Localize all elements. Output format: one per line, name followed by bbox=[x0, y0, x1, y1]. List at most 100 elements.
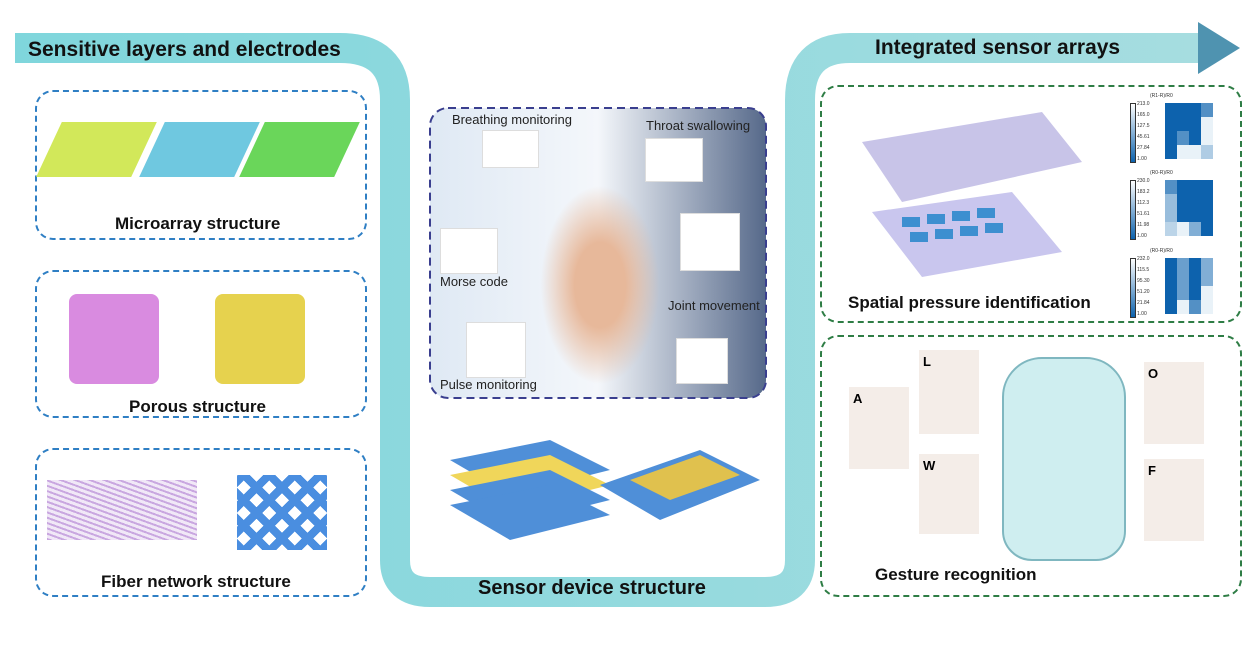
heatmap-cell bbox=[1201, 300, 1213, 314]
heatmap-cell bbox=[1177, 131, 1189, 145]
app-morse: Morse code bbox=[440, 274, 508, 289]
heatmap-cell bbox=[1177, 208, 1189, 222]
colorbar-tick: 112.3 bbox=[1137, 200, 1150, 206]
colorbar-tick: 230.0 bbox=[1137, 178, 1150, 184]
heatmap-cell bbox=[1165, 300, 1177, 314]
fiber-panel: Fiber network structure bbox=[35, 448, 367, 597]
gesture-label: Gesture recognition bbox=[875, 565, 1037, 584]
heatmap-cell bbox=[1189, 103, 1201, 117]
gesture-photo-w: W bbox=[919, 454, 979, 534]
fiber-mat bbox=[47, 480, 197, 540]
colorbar-tick: 1.00 bbox=[1137, 233, 1147, 239]
porous-cube-pink bbox=[69, 294, 159, 384]
joint-photo bbox=[680, 213, 740, 271]
microarray-panel: Microarray structure bbox=[35, 90, 367, 240]
heatmap-cell bbox=[1201, 117, 1213, 131]
gesture-letter: L bbox=[923, 354, 931, 369]
heatmap-cell bbox=[1177, 194, 1189, 208]
heatmap-cell bbox=[1165, 194, 1177, 208]
heatmap-cell bbox=[1177, 145, 1189, 159]
finger-photo bbox=[676, 338, 728, 384]
colorbar-tick: 232.0 bbox=[1137, 256, 1150, 262]
colorbar-tick: 1.00 bbox=[1137, 311, 1147, 317]
heatmap-cell bbox=[1177, 272, 1189, 286]
porous-cube-yellow bbox=[215, 294, 305, 384]
heatmap-colorbar bbox=[1130, 103, 1136, 163]
colorbar-tick: 11.98 bbox=[1137, 222, 1150, 228]
header-center: Sensor device structure bbox=[478, 577, 706, 599]
heatmap-cell bbox=[1177, 286, 1189, 300]
heatmap-colorbar bbox=[1130, 258, 1136, 318]
heatmap-cell bbox=[1189, 208, 1201, 222]
microarray-label: Microarray structure bbox=[115, 214, 281, 233]
throat-photo bbox=[645, 138, 703, 182]
heatmap-colorbar bbox=[1130, 180, 1136, 240]
heatmap-cell bbox=[1177, 103, 1189, 117]
heatmap-cell bbox=[1165, 222, 1177, 236]
heatmap-title: (R1-R)/R0 bbox=[1150, 93, 1173, 99]
fiber-label: Fiber network structure bbox=[101, 572, 291, 591]
pulse-photo bbox=[466, 322, 526, 378]
app-breathing: Breathing monitoring bbox=[452, 112, 572, 127]
heatmap-cell bbox=[1189, 194, 1201, 208]
colorbar-tick: 183.2 bbox=[1137, 189, 1150, 195]
device-structure-illustration bbox=[450, 440, 760, 540]
microarray-yellow bbox=[36, 122, 157, 177]
heatmap-cell bbox=[1201, 194, 1213, 208]
colorbar-tick: 165.0 bbox=[1137, 112, 1150, 118]
heatmap-cell bbox=[1165, 208, 1177, 222]
heatmap-title: (R0-R)/R0 bbox=[1150, 248, 1173, 254]
heatmap-title: (R0-R)/R0 bbox=[1150, 170, 1173, 176]
morse-photo bbox=[440, 228, 498, 274]
colorbar-tick: 45.61 bbox=[1137, 134, 1150, 140]
heatmap-cell bbox=[1189, 222, 1201, 236]
gesture-letter: W bbox=[923, 458, 936, 473]
breathing-photo bbox=[482, 130, 539, 168]
heatmap-cell bbox=[1201, 222, 1213, 236]
heatmap-cell bbox=[1165, 131, 1177, 145]
header-left: Sensitive layers and electrodes bbox=[28, 38, 341, 61]
spatial-label: Spatial pressure identification bbox=[848, 293, 1091, 312]
gesture-photo-o: O bbox=[1144, 362, 1204, 444]
heatmap-cell bbox=[1177, 117, 1189, 131]
heatmap-cell bbox=[1189, 272, 1201, 286]
heatmap-cell bbox=[1189, 300, 1201, 314]
human-body-figure bbox=[540, 185, 660, 385]
colorbar-tick: 21.84 bbox=[1137, 300, 1150, 306]
heatmap-cell bbox=[1201, 180, 1213, 194]
gesture-letter: A bbox=[853, 391, 863, 406]
heatmap-cell bbox=[1165, 272, 1177, 286]
app-pulse: Pulse monitoring bbox=[440, 377, 537, 392]
smart-glove bbox=[1002, 357, 1126, 561]
heatmap-cell bbox=[1165, 145, 1177, 159]
heatmap-cell bbox=[1165, 117, 1177, 131]
heatmap-cell bbox=[1201, 272, 1213, 286]
heatmap-cell bbox=[1189, 180, 1201, 194]
colorbar-tick: 213.0 bbox=[1137, 101, 1150, 107]
heatmap-cell bbox=[1201, 145, 1213, 159]
header-right: Integrated sensor arrays bbox=[875, 36, 1121, 59]
heatmap-cell bbox=[1177, 300, 1189, 314]
heatmap-cell bbox=[1177, 222, 1189, 236]
colorbar-tick: 127.5 bbox=[1137, 123, 1150, 129]
colorbar-tick: 115.5 bbox=[1137, 267, 1150, 273]
heatmap-cell bbox=[1165, 258, 1177, 272]
microarray-green bbox=[239, 122, 360, 177]
app-joint: Joint movement bbox=[668, 298, 760, 313]
heatmap-cell bbox=[1177, 258, 1189, 272]
gesture-panel: A L W O F Gesture recognition bbox=[820, 335, 1242, 597]
heatmap-cell bbox=[1189, 117, 1201, 131]
heatmap-cell bbox=[1201, 131, 1213, 145]
heatmap-cell bbox=[1189, 131, 1201, 145]
porous-panel: Porous structure bbox=[35, 270, 367, 418]
spatial-panel: Spatial pressure identification bbox=[820, 85, 1242, 323]
heatmap-cell bbox=[1201, 103, 1213, 117]
colorbar-tick: 51.61 bbox=[1137, 211, 1150, 217]
gesture-photo-a: A bbox=[849, 387, 909, 469]
heatmap-cell bbox=[1165, 286, 1177, 300]
porous-label: Porous structure bbox=[129, 397, 266, 416]
gesture-photo-l: L bbox=[919, 350, 979, 434]
heatmap-cell bbox=[1201, 208, 1213, 222]
heatmap-cell bbox=[1201, 286, 1213, 300]
heatmap-cell bbox=[1177, 180, 1189, 194]
